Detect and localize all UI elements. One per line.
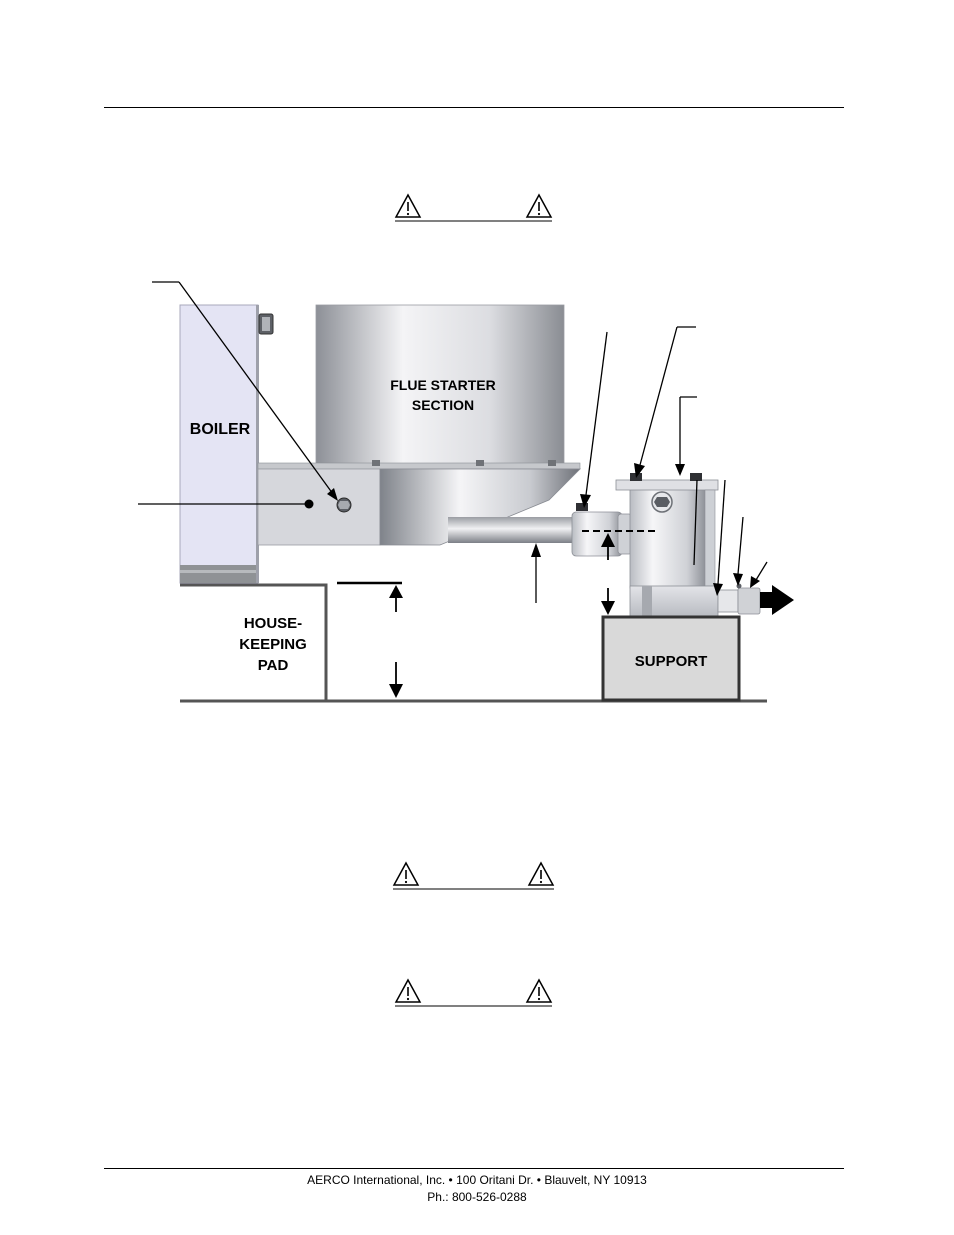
support-label: SUPPORT	[635, 653, 708, 670]
footer-address-line: AERCO International, Inc. • 100 Oritani …	[307, 1173, 647, 1187]
warning-triangle-icon	[392, 861, 420, 886]
warning-triangle-icon	[525, 978, 553, 1003]
warning-banner-top	[394, 193, 554, 223]
housekeeping-pad-label-line3: PAD	[258, 657, 289, 674]
warning-banner-bottom	[394, 978, 554, 1008]
warning-triangle-icon	[525, 193, 553, 218]
footer-address: AERCO International, Inc. • 100 Oritani …	[0, 1172, 954, 1206]
warning-triangle-icon	[527, 861, 555, 886]
flue-starter-label-line2: SECTION	[412, 397, 474, 413]
warning-banner-middle	[392, 861, 555, 891]
boiler-label: BOILER	[190, 421, 251, 438]
footer-phone-line: Ph.: 800-526-0288	[427, 1190, 527, 1204]
footer-rule	[104, 1168, 844, 1169]
warning-triangle-icon	[394, 978, 422, 1003]
housekeeping-pad-label-line1: HOUSE-	[244, 615, 302, 632]
housekeeping-pad-label-line2: KEEPING	[239, 636, 307, 653]
flue-starter-label-line1: FLUE STARTER	[390, 377, 496, 393]
installation-figure: BOILER FLUE STARTER SECTION HOUSE- KEEPI…	[0, 270, 954, 710]
warning-triangle-icon	[394, 193, 422, 218]
header-rule	[104, 107, 844, 108]
